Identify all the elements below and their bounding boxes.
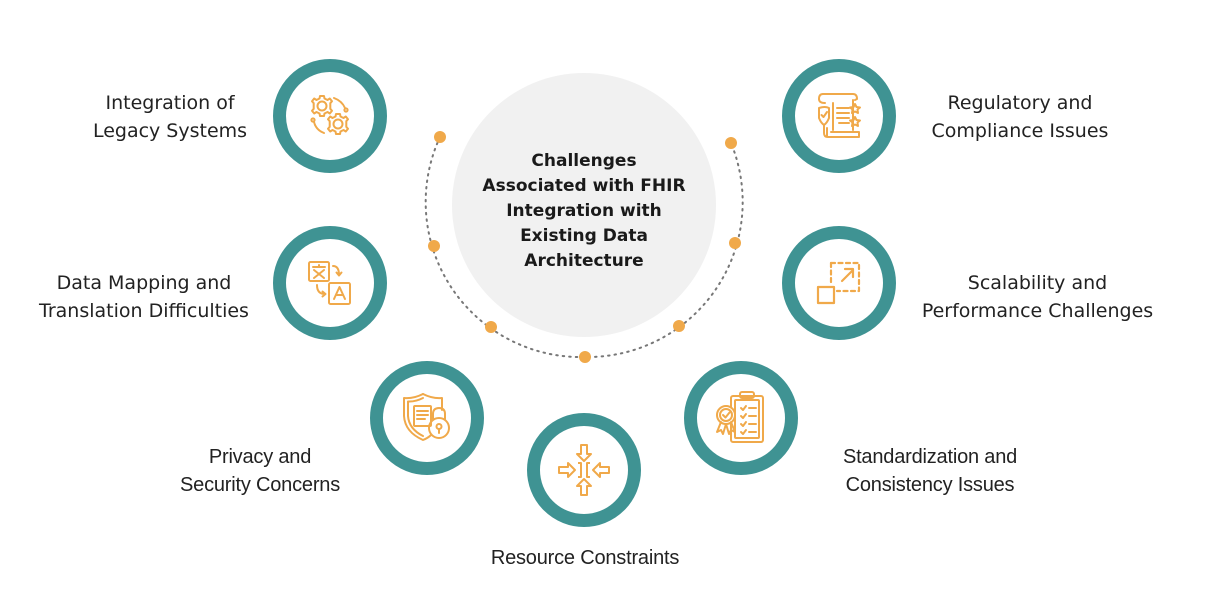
label-line: Legacy Systems	[92, 120, 248, 142]
compress-arrows-icon	[558, 444, 610, 496]
node-privacy	[370, 361, 484, 475]
translate-icon	[308, 261, 351, 305]
node-regulatory	[782, 59, 896, 173]
node-resource	[527, 413, 641, 527]
label-line: Regulatory and	[947, 92, 1093, 114]
label-legacy: Integration of Legacy Systems	[70, 89, 270, 145]
label-line: Security Concerns	[180, 474, 340, 496]
connector-dot	[434, 131, 446, 143]
label-line: Integration of	[105, 92, 235, 114]
center-title-line: Architecture	[524, 250, 644, 271]
center-title: Challenges Associated with FHIR Integrat…	[452, 73, 716, 349]
node-mapping	[273, 226, 387, 340]
connector-dot	[729, 237, 741, 249]
label-standard: Standardization and Consistency Issues	[815, 443, 1045, 499]
node-standard	[684, 361, 798, 475]
label-line: Scalability and	[967, 272, 1108, 294]
label-mapping: Data Mapping and Translation Difficultie…	[24, 269, 264, 325]
label-privacy: Privacy and Security Concerns	[160, 443, 360, 499]
connector-dot	[673, 320, 685, 332]
label-resource: Resource Constraints	[460, 544, 710, 572]
label-line: Privacy and	[208, 446, 312, 468]
gears-icon	[310, 95, 349, 135]
label-line: Compliance Issues	[931, 120, 1109, 142]
node-legacy	[273, 59, 387, 173]
label-line: Performance Challenges	[921, 300, 1154, 322]
center-title-line: Challenges	[531, 150, 637, 171]
connector-dot	[725, 137, 737, 149]
label-regulatory: Regulatory and Compliance Issues	[910, 89, 1130, 145]
label-line: Resource Constraints	[490, 547, 680, 569]
label-line: Standardization and	[842, 446, 1018, 468]
connector-dot	[428, 240, 440, 252]
connector-dot	[579, 351, 591, 363]
label-line: Translation Difficulties	[39, 300, 249, 322]
connector-dot	[485, 321, 497, 333]
label-line: Data Mapping and	[56, 272, 232, 294]
clipboard-badge-icon	[716, 391, 764, 443]
center-title-line: Associated with FHIR	[482, 175, 686, 196]
center-title-line: Existing Data	[520, 225, 648, 246]
center-hub	[452, 73, 716, 337]
label-line: Consistency Issues	[845, 474, 1015, 496]
scale-up-icon	[816, 261, 861, 305]
compliance-scroll-icon	[818, 93, 861, 138]
label-scalability: Scalability and Performance Challenges	[905, 269, 1170, 325]
node-scalability	[782, 226, 896, 340]
center-title-line: Integration with	[506, 200, 662, 221]
shield-lock-icon	[403, 393, 450, 441]
